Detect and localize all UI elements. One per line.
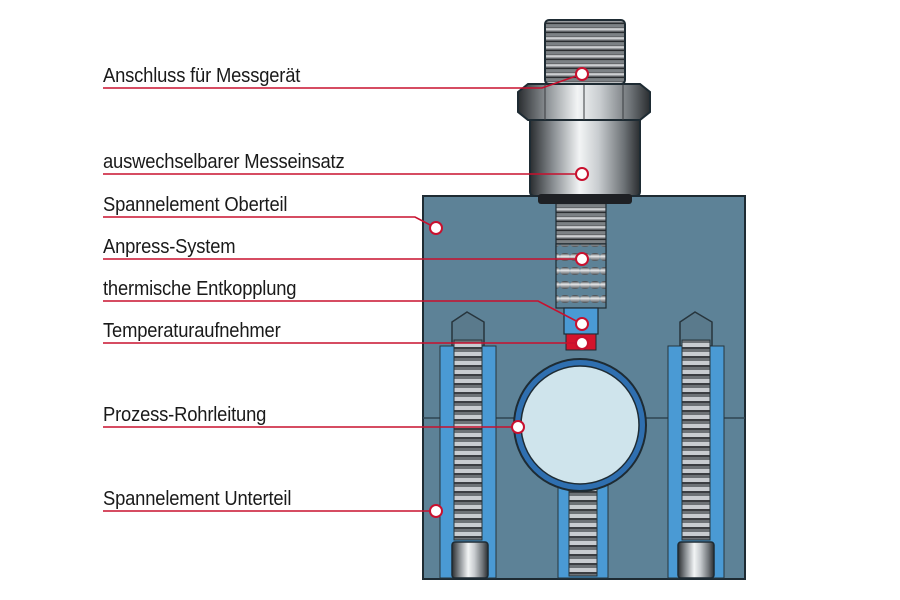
label-anpress: Anpress-System [103,236,236,258]
callout-dot-messeinsatz [575,167,589,181]
label-entkopplung: thermische Entkopplung [103,278,297,300]
measuring-insert [517,83,651,204]
callout-dot-temperatur [575,336,589,350]
callout-dot-anschluss [575,67,589,81]
label-rohrleitung: Prozess-Rohrleitung [103,404,267,426]
callout-dot-entkopplung [575,317,589,331]
label-anschluss: Anschluss für Messgerät [103,65,301,87]
callout-dot-unterteil [429,504,443,518]
leader-oberteil [103,216,437,229]
label-messeinsatz: auswechselbarer Messeinsatz [103,151,345,173]
label-unterteil: Spannelement Unterteil [103,488,292,510]
right-bolt [667,311,725,579]
callout-dot-rohrleitung [511,420,525,434]
process-pipe [513,358,647,492]
label-temperatur: Temperaturaufnehmer [103,320,281,342]
callout-dot-anpress [575,252,589,266]
leader-anschluss [103,73,583,89]
leader-entkopplung [103,300,583,325]
meter-connector-thread [544,19,626,85]
label-oberteil: Spannelement Oberteil [103,194,288,216]
left-bolt [439,311,497,579]
callout-dot-oberteil [429,221,443,235]
bottom-bolt [557,483,609,579]
